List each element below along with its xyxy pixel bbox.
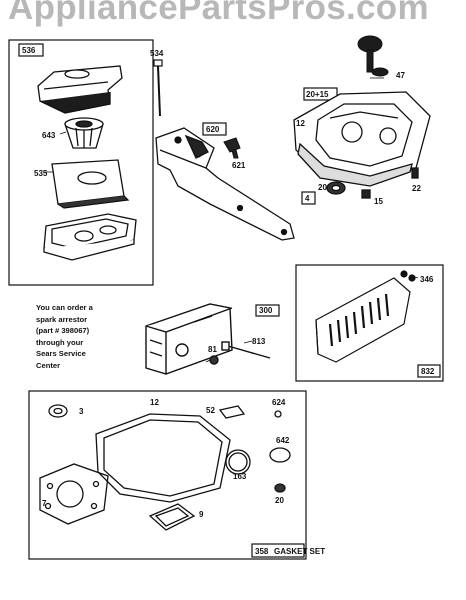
note-line: (part # 398067) (36, 326, 90, 335)
callout-346: 346 (420, 275, 434, 284)
note-line: spark arrestor (36, 314, 88, 324)
callout-300: 300 (259, 306, 273, 315)
callout-20-gasket: 20 (275, 496, 284, 505)
callout-47: 47 (396, 71, 405, 80)
callout-535: 535 (34, 169, 48, 178)
clip-drawing (223, 137, 241, 159)
spark-arrestor-note: You can order a spark arrestor (part # 3… (36, 302, 148, 371)
shield-panel (295, 264, 444, 382)
callout-624: 624 (272, 398, 286, 407)
note-line: through your (36, 337, 84, 347)
callout-358: 358 (255, 547, 269, 556)
small-parts-drawing (326, 167, 419, 199)
label-box-4 (301, 191, 316, 205)
label-box-832 (417, 364, 441, 378)
callout-81: 81 (208, 345, 217, 354)
label-box-300 (255, 304, 280, 317)
note-line: Center (36, 360, 61, 370)
label-box-20-15 (303, 87, 338, 101)
filter-drawing (51, 159, 130, 209)
callout-163: 163 (233, 472, 247, 481)
label-box-358 (251, 543, 305, 558)
air-cleaner-cover-drawing (37, 65, 123, 114)
callout-643: 643 (42, 131, 56, 140)
callout-15: 15 (374, 197, 383, 206)
bracket-drawing (155, 127, 295, 241)
bolt-drawing (153, 59, 163, 117)
label-box-620 (202, 122, 227, 136)
label-box-536 (18, 43, 44, 57)
callout-832: 832 (421, 367, 435, 376)
leader-lines (45, 77, 419, 363)
gasket-set-panel (28, 390, 307, 560)
callout-621: 621 (232, 161, 246, 170)
cover-cone-drawing (64, 117, 104, 149)
air-cleaner-base-drawing (43, 213, 137, 261)
gasket-set-drawing (39, 404, 291, 531)
callout-12-top: 12 (296, 119, 305, 128)
callout-813: 813 (252, 337, 266, 346)
callout-22: 22 (412, 184, 421, 193)
watermark: AppliancePartsPros.com (8, 0, 429, 27)
callout-9: 9 (199, 510, 204, 519)
note-line: You can order a (36, 303, 93, 312)
gasket-set-label: GASKET SET (274, 547, 325, 556)
callout-536: 536 (22, 46, 36, 55)
note-line: Sears Service (36, 349, 86, 358)
shield-drawing (315, 270, 416, 363)
callout-12-gasket: 12 (150, 398, 159, 407)
air-cleaner-panel (8, 39, 154, 286)
callout-52: 52 (206, 406, 215, 415)
callout-642: 642 (276, 436, 290, 445)
muffler-drawing (145, 303, 233, 375)
callout-620: 620 (206, 125, 220, 134)
callout-20-15: 20+15 (306, 90, 329, 99)
sump-drawing (293, 91, 431, 187)
callout-4: 4 (305, 194, 310, 203)
callout-534: 534 (150, 49, 164, 58)
callout-20-top: 20 (318, 183, 327, 192)
callout-7: 7 (42, 499, 47, 508)
callout-3: 3 (79, 407, 84, 416)
gear-drawing (357, 35, 389, 77)
